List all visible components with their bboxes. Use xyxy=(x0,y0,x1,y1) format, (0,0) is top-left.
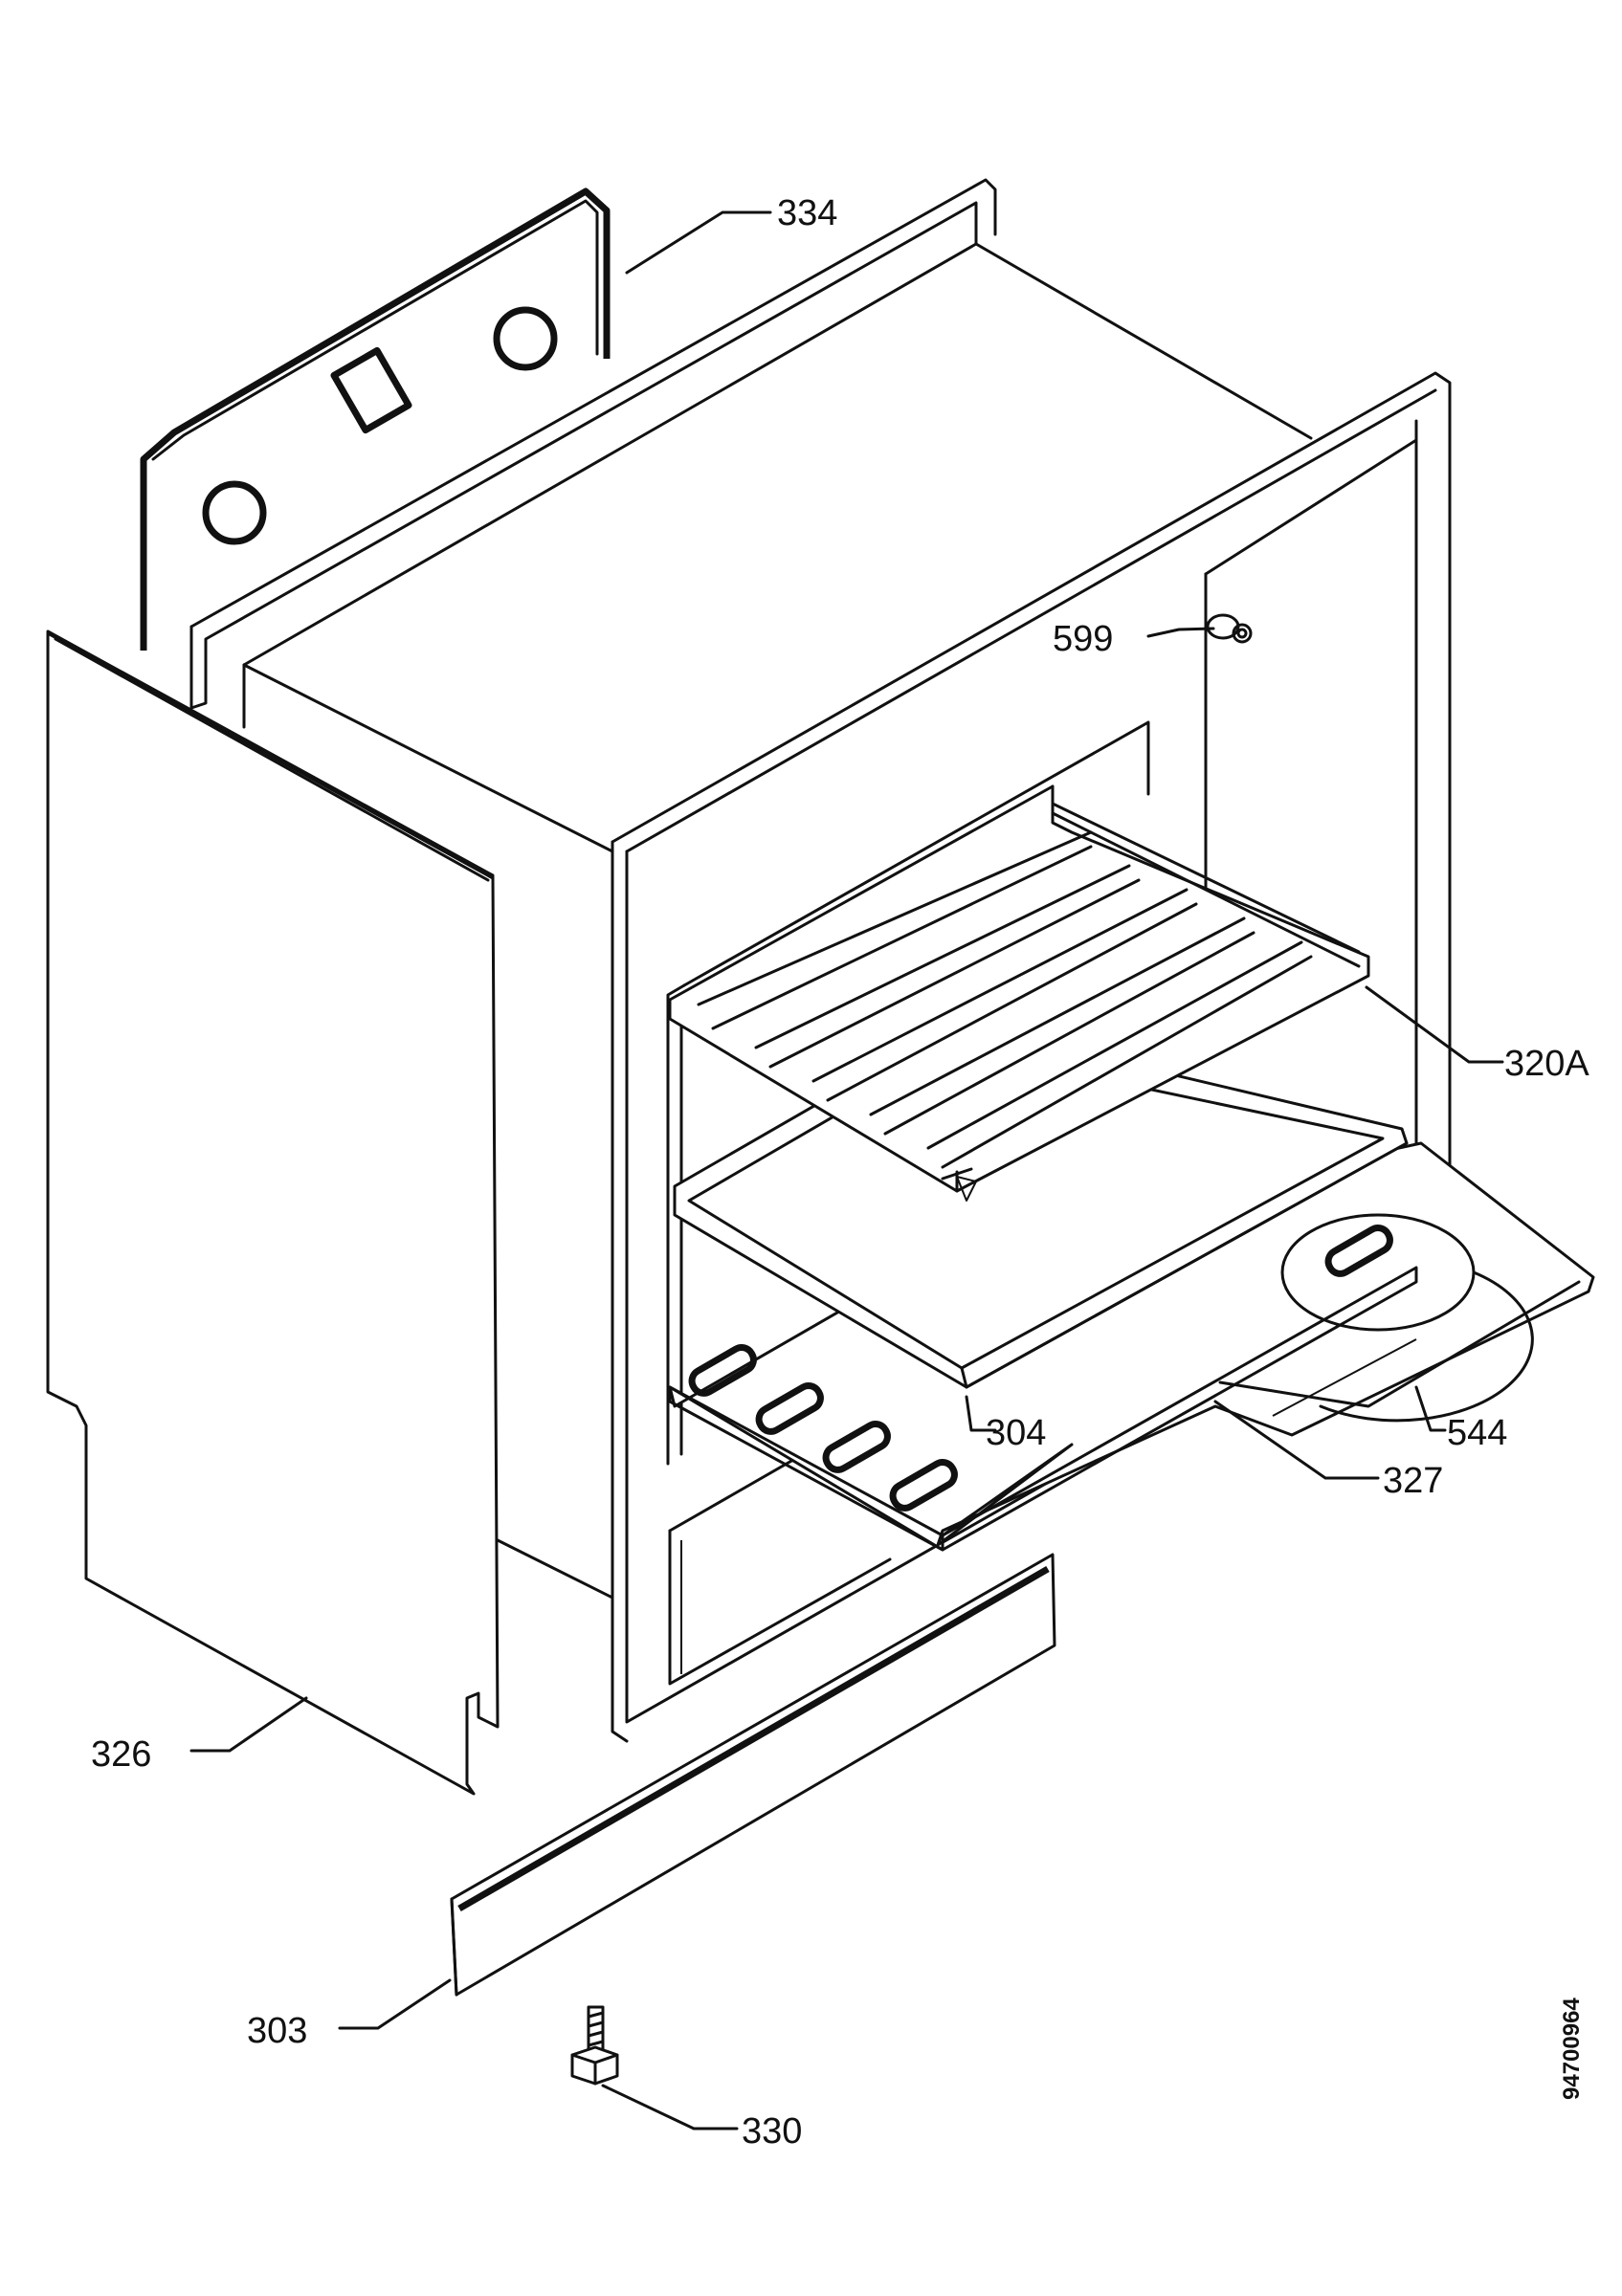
back-panel-334 xyxy=(140,188,611,651)
label-599: 599 xyxy=(1053,619,1113,659)
label-320a: 320A xyxy=(1504,1044,1589,1084)
drawing-code: 94700964 xyxy=(1559,1998,1585,2100)
part-labels: 334 599 320A 304 544 327 326 303 330 947… xyxy=(91,193,1589,2152)
leader-lines xyxy=(189,210,1504,2130)
oven-shelf-320a xyxy=(668,784,1370,1202)
side-panel-326 xyxy=(46,629,500,1796)
screw-330 xyxy=(570,2005,619,2086)
label-326: 326 xyxy=(91,1734,151,1775)
label-303: 303 xyxy=(247,2011,307,2051)
label-304: 304 xyxy=(986,1413,1046,1453)
label-544: 544 xyxy=(1447,1413,1507,1453)
oven-cavity xyxy=(189,178,1452,1743)
label-334: 334 xyxy=(777,193,837,233)
lamp-holder-599 xyxy=(1206,613,1253,644)
label-330: 330 xyxy=(742,2111,802,2152)
label-327: 327 xyxy=(1383,1461,1443,1501)
front-strip-303 xyxy=(450,1553,1056,1997)
baking-tray-327 xyxy=(668,1141,1595,1552)
